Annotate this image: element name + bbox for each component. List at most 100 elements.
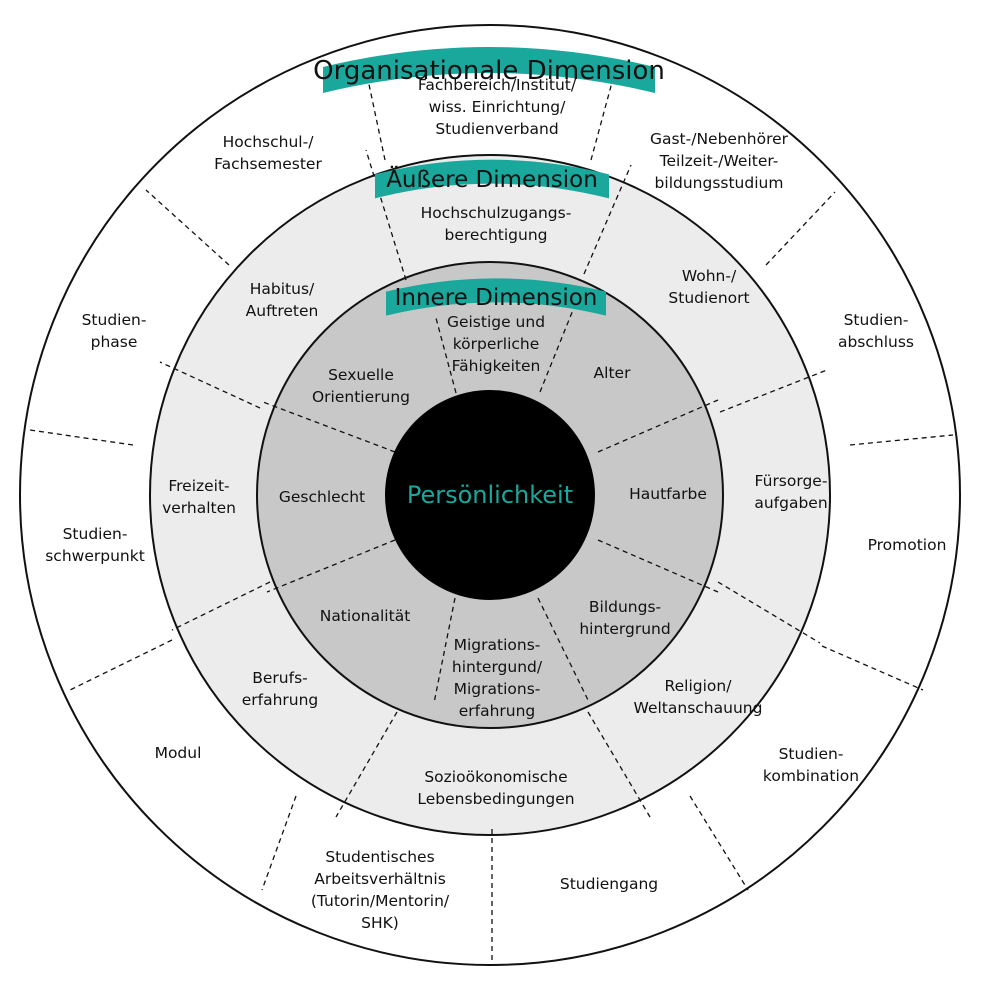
outer-divider <box>69 639 173 691</box>
outer-segment-label-line: Studien- <box>63 525 128 543</box>
middle-segment-label-line: erfahrung <box>242 691 319 709</box>
outer-segment-label-line: Studentisches <box>325 848 434 866</box>
outer-segment-label-line: Hochschul-/ <box>223 133 315 151</box>
inner-dimension-background <box>386 278 606 316</box>
middle-segment-label-line: Freizeit- <box>168 477 229 495</box>
outer-divider <box>261 795 297 891</box>
middle-segment-label-line: Studienort <box>668 289 749 307</box>
inner-segment-label-line: körperliche <box>453 335 540 353</box>
outer-divider <box>821 645 924 691</box>
inner-divider <box>537 597 589 701</box>
outer-segment-label-line: Fachbereich/Institut/ <box>418 76 577 94</box>
inner-segment-label-line: erfahrung <box>459 702 536 720</box>
outer-segment-label-line: Teilzeit-/Weiter- <box>659 152 779 170</box>
inner-segment-label-line: Fähigkeiten <box>452 357 541 375</box>
middle-segment-label-line: Wohn-/ <box>682 267 737 285</box>
inner-segment-label-line: Hautfarbe <box>629 485 707 503</box>
middle-segment-label: Habitus/Auftreten <box>246 280 319 320</box>
outer-dimension-title: Äußere Dimension <box>386 165 598 193</box>
outer-segment-label-line: Arbeitsverhältnis <box>314 870 446 888</box>
middle-segment-label: Religion/Weltanschauung <box>634 677 763 717</box>
outer-segment-label-line: Studien- <box>844 311 909 329</box>
outer-segment-label-line: wiss. Einrichtung/ <box>429 98 567 116</box>
middle-divider <box>365 149 407 281</box>
middle-segment-label-line: Religion/ <box>665 677 733 695</box>
outer-segment-label-line: SHK) <box>361 914 399 932</box>
inner-divider <box>435 317 457 394</box>
middle-divider <box>159 361 261 409</box>
middle-divider <box>587 711 651 818</box>
outer-segment-label: Studiengang <box>560 875 658 893</box>
inner-segment-label-line: Geistige und <box>447 313 545 331</box>
outer-segment-label-line: Studien- <box>779 745 844 763</box>
inner-divider <box>597 399 719 453</box>
outer-segment-label-line: schwerpunkt <box>45 547 145 565</box>
organisational-dimension-background <box>323 47 655 93</box>
organisational-dimension-title: Organisationale Dimension <box>313 56 665 86</box>
middle-segment-label: Fürsorge-aufgaben <box>754 472 827 512</box>
outer-segment-label-line: Studiengang <box>560 875 658 893</box>
outer-segment-label: Studien-kombination <box>763 745 859 785</box>
middle-segment-label-line: Auftreten <box>246 302 319 320</box>
outer-segment-label-line: phase <box>91 333 138 351</box>
outer-segment-label: Modul <box>155 744 202 762</box>
middle-segment-label-line: Berufs- <box>252 669 308 687</box>
middle-segment-label: Wohn-/ Studienort <box>668 267 749 307</box>
outer-divider <box>366 74 386 161</box>
inner-segment-label: Geschlecht <box>279 488 365 506</box>
middle-segment-label-line: Fürsorge- <box>755 472 828 490</box>
inner-segment-label-line: hintergund/ <box>452 658 543 676</box>
inner-dimension-title: Innere Dimension <box>395 285 598 311</box>
outer-segment-label-line: Fachsemester <box>214 155 322 173</box>
middle-segment-label-line: Habitus/ <box>250 280 315 298</box>
inner-segment-label: Hautfarbe <box>629 485 707 503</box>
outer-segment-label-line: (Tutorin/Mentorin/ <box>311 892 450 910</box>
outer-segment-label: Studien-phase <box>82 311 147 351</box>
middle-divider <box>719 369 828 413</box>
inner-divider <box>262 401 396 453</box>
middle-segment-label-line: berechtigung <box>445 226 548 244</box>
inner-segment-label: Bildungs-hintergrund <box>579 598 670 638</box>
inner-segment-label-line: Migrations- <box>454 636 541 654</box>
inner-segment-label: Migrations-hintergund/Migrations-erfahru… <box>452 636 543 720</box>
core-circle <box>385 390 595 600</box>
inner-segment-label-line: Geschlecht <box>279 488 365 506</box>
inner-segment-label: Alter <box>594 364 632 382</box>
outer-segment-label: Studien-abschluss <box>838 311 914 351</box>
dividers <box>29 74 954 962</box>
inner-segment-label-line: Alter <box>594 364 632 382</box>
outer-segment-label: Hochschul-/ Fachsemester <box>214 133 322 173</box>
outer-segment-label-line: Gast-/Nebenhörer <box>650 130 789 148</box>
outer-divider <box>689 795 749 891</box>
inner-segment-label-line: Bildungs- <box>589 598 661 616</box>
outer-segment-label-line: Studien- <box>82 311 147 329</box>
middle-divider <box>717 581 821 644</box>
middle-segment-label: Berufs-erfahrung <box>242 669 319 709</box>
inner-segment-label-line: Orientierung <box>312 388 410 406</box>
center-label: Persönlichkeit <box>407 481 573 509</box>
middle-segment-label-line: Lebensbedingungen <box>417 790 574 808</box>
inner-segment-label-line: Migrations- <box>454 680 541 698</box>
middle-segment-label-line: aufgaben <box>754 494 827 512</box>
outer-segment-label-line: bildungsstudium <box>655 174 784 192</box>
outer-segment-label: Fachbereich/Institut/wiss. Einrichtung/S… <box>418 76 577 138</box>
outer-divider <box>765 191 836 266</box>
inner-divider <box>597 539 719 593</box>
middle-segment-label-line: verhalten <box>162 499 236 517</box>
outer-segment-label-line: Modul <box>155 744 202 762</box>
inner-divider <box>539 299 578 393</box>
middle-divider <box>171 581 271 631</box>
outer-divider <box>145 189 230 266</box>
middle-segment-label: Hochschulzugangs-berechtigung <box>421 204 572 244</box>
outer-dimension-background <box>375 159 609 199</box>
outer-segment-label: Promotion <box>868 536 947 554</box>
middle-segment-label-line: Hochschulzugangs- <box>421 204 572 222</box>
outer-divider <box>590 74 615 161</box>
